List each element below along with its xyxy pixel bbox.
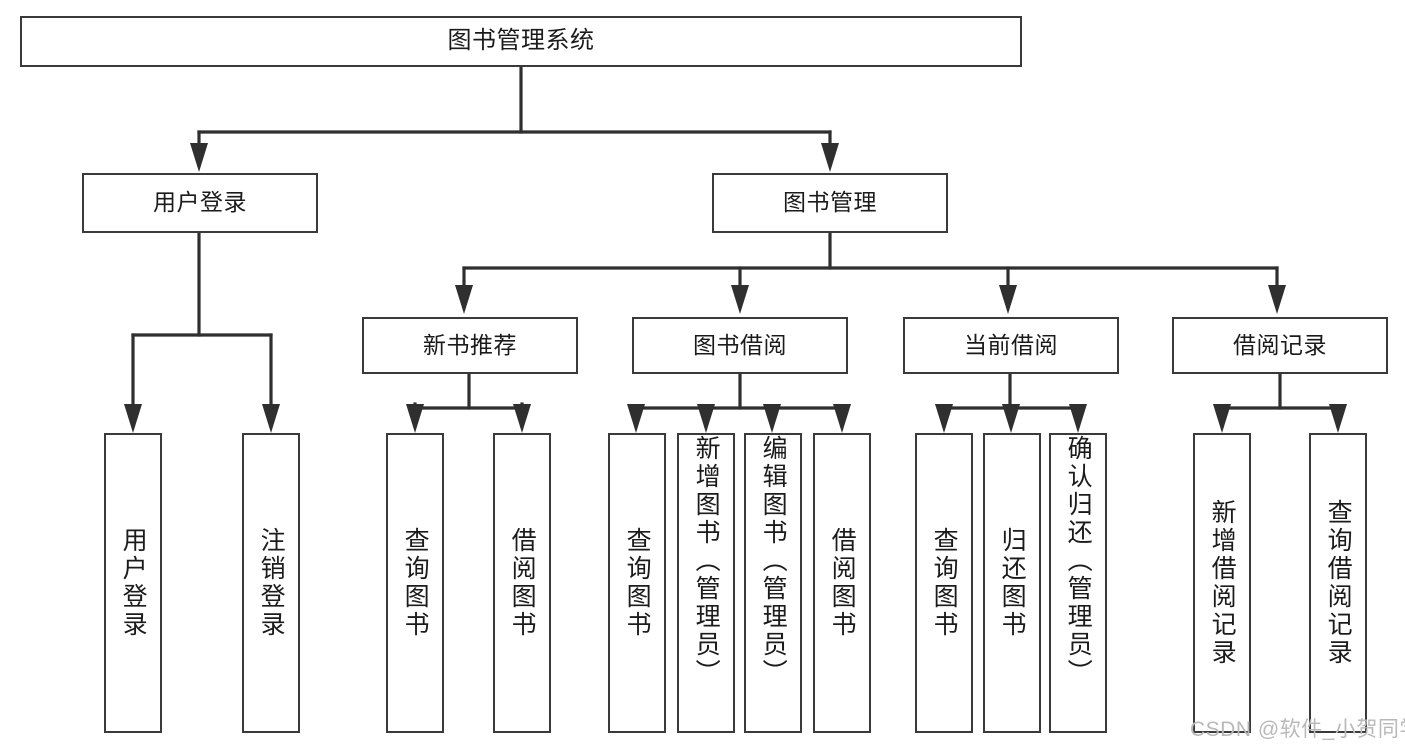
node-label: 归还图书 xyxy=(998,527,1027,639)
node-root-book-management-system[interactable]: 图书管理系统 xyxy=(20,16,1022,67)
leaf-borrow-book-borrowing[interactable]: 借阅图书 xyxy=(813,433,871,733)
node-user-login[interactable]: 用户登录 xyxy=(82,173,318,233)
node-book-management[interactable]: 图书管理 xyxy=(712,173,948,233)
node-label: 图书管理 xyxy=(783,189,877,216)
leaf-user-login[interactable]: 用户登录 xyxy=(104,433,162,733)
node-label: 新增借阅记录 xyxy=(1208,499,1237,667)
node-label: 查询图书 xyxy=(401,527,430,639)
node-label: 图书管理系统 xyxy=(447,27,595,55)
node-new-book-recommendation[interactable]: 新书推荐 xyxy=(362,317,578,374)
leaf-borrow-book-recommendation[interactable]: 借阅图书 xyxy=(493,433,551,733)
node-label: 借阅图书 xyxy=(508,527,537,639)
node-label: 查询借阅记录 xyxy=(1324,499,1353,667)
node-label: 用户登录 xyxy=(119,527,148,639)
leaf-add-book-admin[interactable]: 新增图书（管理员） xyxy=(677,433,735,733)
node-label: 图书借阅 xyxy=(693,331,787,358)
csdn-watermark: CSDN @软件_小贺同学 xyxy=(1190,718,1405,741)
node-label: 借阅图书 xyxy=(828,527,857,639)
leaf-edit-book-admin[interactable]: 编辑图书（管理员） xyxy=(744,433,802,733)
leaf-query-book-recommendation[interactable]: 查询图书 xyxy=(386,433,444,733)
node-label: 新书推荐 xyxy=(423,331,517,358)
node-current-borrowing[interactable]: 当前借阅 xyxy=(903,317,1119,374)
node-label: 注销登录 xyxy=(257,527,286,639)
leaf-query-book-current[interactable]: 查询图书 xyxy=(915,433,973,733)
leaf-add-borrowing-record[interactable]: 新增借阅记录 xyxy=(1193,433,1251,733)
leaf-user-logout[interactable]: 注销登录 xyxy=(242,433,300,733)
node-label: 借阅记录 xyxy=(1233,331,1327,358)
node-label: 编辑图书（管理员） xyxy=(759,435,788,687)
node-label: 查询图书 xyxy=(930,527,959,639)
node-label: 查询图书 xyxy=(623,527,652,639)
node-label: 确认归还（管理员） xyxy=(1064,435,1093,687)
leaf-query-borrowing-record[interactable]: 查询借阅记录 xyxy=(1309,433,1367,733)
leaf-return-book[interactable]: 归还图书 xyxy=(983,433,1041,733)
leaf-confirm-return-admin[interactable]: 确认归还（管理员） xyxy=(1049,433,1107,733)
node-label: 新增图书（管理员） xyxy=(692,435,721,687)
node-label: 用户登录 xyxy=(153,189,247,216)
node-book-borrowing[interactable]: 图书借阅 xyxy=(632,317,848,374)
node-borrowing-records[interactable]: 借阅记录 xyxy=(1172,317,1388,374)
leaf-query-book-borrowing[interactable]: 查询图书 xyxy=(608,433,666,733)
node-label: 当前借阅 xyxy=(964,331,1058,358)
